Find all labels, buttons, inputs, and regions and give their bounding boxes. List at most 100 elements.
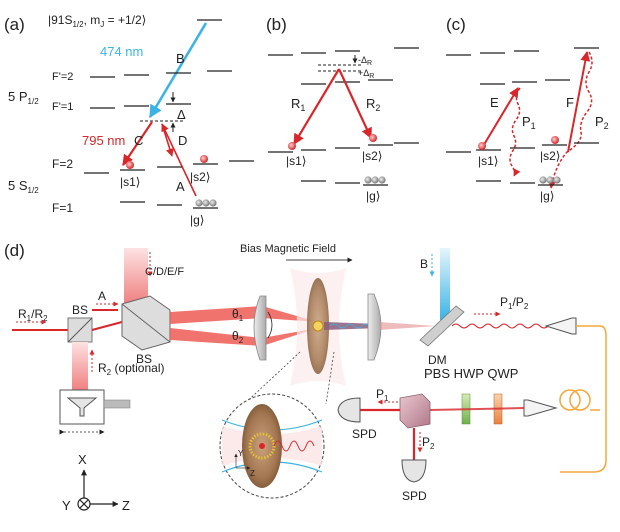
panel-d: (d) Bias Magnetic Field C/D/E/F R1/R2 BS… [4,241,607,513]
atom-g-3 [209,199,217,207]
f-prime-2-label: F'=2 [52,71,73,83]
b-atom-s1 [288,142,296,150]
dichroic-mirror [419,305,465,347]
output-fiber [576,325,607,473]
bs-right-label: BS [136,352,152,366]
dm-label: DM [428,353,447,367]
inset-photon [273,440,315,452]
delta-label: Δ [177,107,186,122]
output-beam-focus [380,322,436,330]
fiber-coupler-detection [523,399,558,417]
atom-g-2 [202,199,210,207]
beam-c-label: C [134,133,143,148]
inset-y-label: Y [238,449,244,458]
output-wave [329,323,371,329]
panel-c-label: (c) [446,15,466,34]
pbs-hwp-qwp-label: PBS HWP QWP [424,366,518,381]
s-state-label: 5 S1/2 [8,178,39,195]
panel-b-label: (b) [266,15,287,34]
beam-f [567,51,591,153]
b-ket-s1: |s1⟩ [286,154,306,168]
b-atom-g-2 [371,176,379,184]
beam-p2 [548,51,593,189]
r1r2-label: R1/R2 [18,307,48,323]
inset-rydberg-atom [259,443,265,449]
c-ket-s1: |s1⟩ [478,154,498,168]
c-atom-g-3 [553,176,561,184]
atom-s1 [126,161,134,169]
beam-cdef [124,248,148,304]
fiber-loop-2 [569,389,591,411]
p-state-label: 5 P1/2 [8,89,39,106]
bias-field-label: Bias Magnetic Field [240,243,336,255]
spd-bottom-label: SPD [402,489,427,503]
f2-label: F=2 [52,157,73,171]
panel-a-label: (a) [4,15,25,34]
beam-detection [429,407,525,411]
b-ket-g: |g⟩ [366,189,380,203]
ket-s2: |s2⟩ [190,170,210,184]
b-atom-g-1 [364,176,372,184]
beam-r1-label: R1 [291,96,305,113]
panel-d-label: (d) [4,241,25,260]
pbs [399,393,431,429]
beam-b-label: B [176,51,185,66]
wavelength-474-label: 474 nm [100,44,143,59]
lens-left [253,295,267,361]
axis-y-label: Y [62,498,71,513]
beam-e [481,87,519,149]
bs-left-label: BS [72,303,88,317]
beam-r2 [338,68,372,139]
single-photon-wave [451,323,549,329]
c-atom-g-2 [546,176,554,184]
beam-a [161,123,197,197]
spd-bottom-icon [401,459,427,483]
beam-p1 [509,87,521,177]
spd-left-label: SPD [352,427,377,441]
theta-arc [267,311,273,339]
beam-b [440,248,450,320]
spd-left-icon [337,397,361,423]
c-atom-s2 [551,136,559,144]
panel-a: (a) |91S1/2, mJ = +1/2⟩ 474 nm B 5 P1/2 … [4,13,254,227]
beam-d-label: D [178,133,187,148]
beam-f-label: F [566,95,574,110]
beam-c [122,121,153,166]
beam-p2-label: P2 [595,114,609,131]
ket-g: |g⟩ [190,213,204,227]
beam-r2-label: R2 [366,96,380,113]
inset-z-label: Z [250,469,255,478]
fiber-coupler-icon [66,397,98,417]
c-atom-s1 [478,142,486,150]
fiber-coupler-output [544,317,577,335]
lens-right [367,293,382,361]
wavelength-795-label: 795 nm [82,133,125,148]
f1-label: F=1 [52,201,73,215]
beam-b-474 [148,22,208,119]
plus-delta-r: +ΔR [358,68,374,80]
beam-b-label: B [420,257,428,271]
p1p2-label: P1/P2 [500,295,529,311]
b-ket-s2: |s2⟩ [362,149,382,163]
b-atom-s2 [369,134,377,142]
panel-b: (b) -ΔR +ΔR R1 R2 |s1⟩ |s2⟩ |g⟩ [266,15,419,203]
beam-theta2 [170,328,318,346]
axis-x-label: X [78,452,87,467]
rydberg-state-label: |91S1/2, mJ = +1/2⟩ [48,13,146,29]
beam-a-label: A [98,289,106,303]
beam-r2-optional [72,342,88,390]
axis-z-label: Z [122,498,130,513]
beam-e-label: E [490,95,499,110]
panel-c: (c) E F P1 P2 |s1⟩ |s2⟩ |g⟩ [446,15,609,203]
zoom-line-right [325,351,335,405]
beam-r1r2-to-bs [91,321,123,331]
beam-theta1 [170,306,318,324]
c-ket-g: |g⟩ [540,189,554,203]
theta1-label: θ1 [232,307,244,323]
b-atom-g-3 [378,176,386,184]
axis-y-cross-2 [79,499,89,509]
translation-stage [103,399,131,409]
f-prime-1-label: F'=1 [52,101,73,113]
atom-g-1 [195,199,203,207]
